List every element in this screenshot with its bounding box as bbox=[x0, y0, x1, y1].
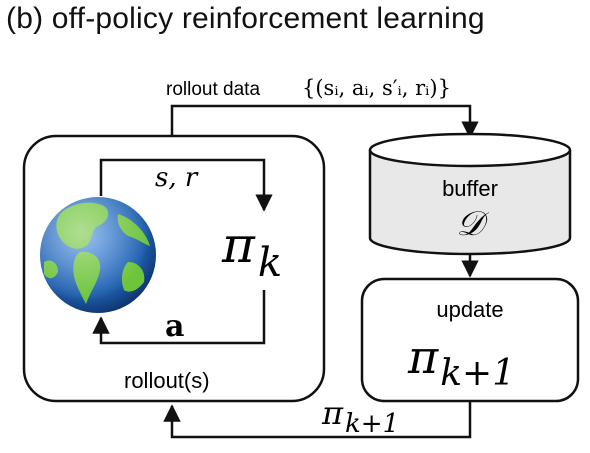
return-policy-subscript: k+1 bbox=[345, 409, 399, 439]
action-label: a bbox=[165, 309, 184, 344]
state-reward-label: s, r bbox=[155, 163, 199, 193]
policy-return-arrow bbox=[163, 401, 472, 439]
rollout-data-label: rollout data bbox=[166, 79, 260, 100]
buffer-cylinder bbox=[368, 132, 572, 256]
policy-subscript: k bbox=[258, 240, 282, 286]
rollout-data-arrow bbox=[170, 104, 479, 139]
rollouts-label: rollout(s) bbox=[124, 368, 210, 393]
updated-policy-pi: π bbox=[407, 330, 439, 384]
policy-pi: π bbox=[221, 216, 256, 274]
updated-policy-subscript: k+1 bbox=[440, 353, 515, 394]
action-arrow bbox=[92, 290, 266, 345]
return-policy-symbol: πk+1 bbox=[321, 394, 399, 439]
diagram-title: (b) off-policy reinforcement learning bbox=[6, 2, 485, 35]
return-policy-pi: π bbox=[321, 394, 344, 432]
update-label: update bbox=[436, 297, 503, 322]
current-policy-symbol: πk bbox=[221, 216, 282, 286]
buffer-label: buffer bbox=[442, 176, 498, 201]
globe-icon bbox=[40, 197, 156, 313]
rollout-data-set: {(sᵢ, aᵢ, s′ᵢ, rᵢ)} bbox=[302, 76, 451, 100]
state-reward-arrow bbox=[99, 158, 273, 212]
updated-policy-symbol: πk+1 bbox=[407, 330, 515, 394]
